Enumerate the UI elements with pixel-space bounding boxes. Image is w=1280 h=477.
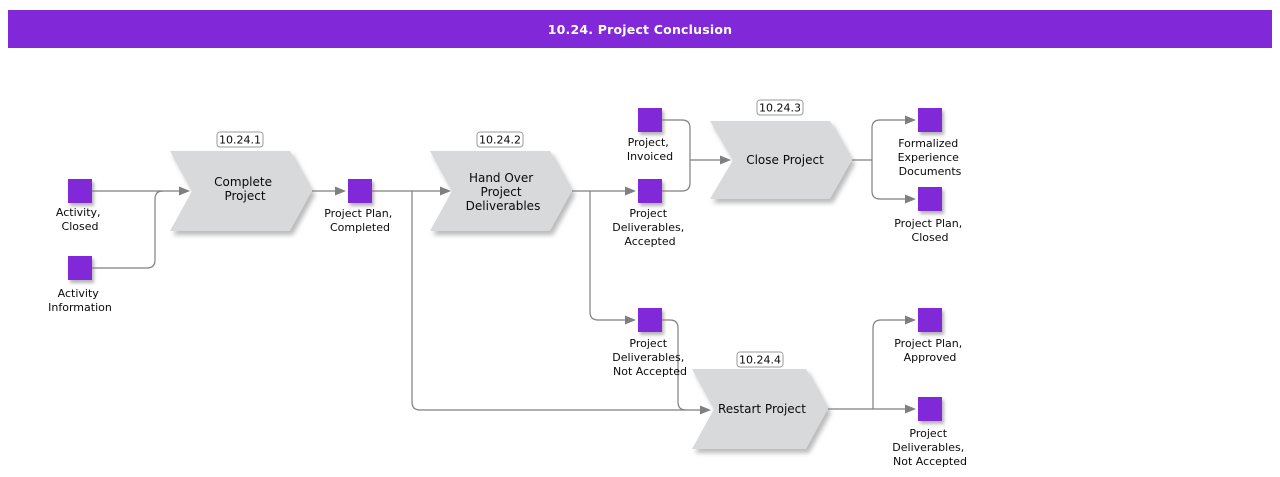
- process-label: Close Project: [746, 153, 824, 167]
- artifact-project-deliverables-not-accepted[interactable]: [638, 308, 662, 332]
- artifact-project-deliverables-not-accepted-2[interactable]: [918, 397, 942, 421]
- artifact-activity-information[interactable]: [68, 256, 92, 280]
- svg-text:10.24.4: 10.24.4: [739, 354, 781, 367]
- connector-accepted-merge: [662, 160, 691, 192]
- artifact-project-plan-completed[interactable]: [348, 179, 372, 203]
- arrowhead-icon: [700, 405, 711, 415]
- process-complete-project[interactable]: [170, 151, 312, 231]
- title-bar: 10.24. Project Conclusion: [8, 10, 1272, 48]
- process-label: Restart Project: [718, 402, 806, 416]
- process-tag-10-24-4: 10.24.4: [736, 351, 784, 368]
- artifact-label: Formalized Experience Documents: [898, 137, 963, 178]
- arrowhead-icon: [625, 186, 636, 196]
- artifact-label: Project Deliverables, Not Accepted: [612, 337, 687, 378]
- artifact-label: Project Plan, Closed: [894, 217, 966, 244]
- artifact-label: Activity Information: [48, 287, 112, 314]
- artifact-label: Project Deliverables, Not Accepted: [892, 427, 967, 468]
- connector-close-to-formalized: [871, 119, 907, 160]
- arrowhead-icon: [179, 186, 190, 196]
- artifact-label: Project, Invoiced: [627, 136, 673, 163]
- arrowhead-icon: [720, 155, 731, 165]
- artifact-project-plan-approved[interactable]: [918, 308, 942, 332]
- process-label: Hand Over Project Deliverables: [466, 171, 541, 213]
- connector-handover-branch-to-not-accepted: [589, 191, 627, 321]
- connector-invoiced-merge: [662, 119, 691, 160]
- connector-close-to-plan-closed: [871, 160, 907, 200]
- process-label: Complete Project: [214, 175, 276, 203]
- arrowhead-icon: [905, 194, 916, 204]
- arrowhead-icon: [905, 315, 916, 325]
- arrowhead-icon: [905, 404, 916, 414]
- arrowhead-icon: [335, 186, 346, 196]
- process-tag-10-24-2: 10.24.2: [476, 131, 524, 148]
- artifact-project-deliverables-accepted[interactable]: [638, 179, 662, 203]
- process-hand-over-project-deliverables[interactable]: [430, 151, 572, 231]
- artifact-project-invoiced[interactable]: [638, 108, 662, 132]
- connector-activity-information-join: [92, 190, 164, 269]
- artifact-project-plan-closed[interactable]: [918, 187, 942, 211]
- svg-text:10.24.3: 10.24.3: [759, 102, 801, 115]
- artifact-label: Project Plan, Approved: [894, 337, 966, 364]
- artifact-label: Project Deliverables, Accepted: [612, 207, 687, 248]
- page-title: 10.24. Project Conclusion: [547, 21, 733, 37]
- arrowhead-icon: [905, 115, 916, 125]
- connector-branch-to-restart: [411, 191, 702, 411]
- arrowhead-icon: [440, 186, 451, 196]
- artifact-activity-closed[interactable]: [68, 179, 92, 203]
- artifact-label: Project Plan, Completed: [324, 207, 396, 234]
- artifact-label: Activity, Closed: [56, 206, 104, 233]
- connector-restart-to-plan-approved: [872, 319, 907, 409]
- svg-text:10.24.2: 10.24.2: [479, 134, 521, 147]
- arrowhead-icon: [625, 315, 636, 325]
- process-tag-10-24-3: 10.24.3: [756, 99, 804, 116]
- process-close-project[interactable]: [710, 121, 852, 199]
- connector-not-accepted-to-restart: [662, 319, 687, 411]
- svg-text:10.24.1: 10.24.1: [219, 134, 261, 147]
- process-restart-project[interactable]: [692, 369, 828, 449]
- artifact-formalized-experience-documents[interactable]: [918, 108, 942, 132]
- process-tag-10-24-1: 10.24.1: [216, 131, 264, 148]
